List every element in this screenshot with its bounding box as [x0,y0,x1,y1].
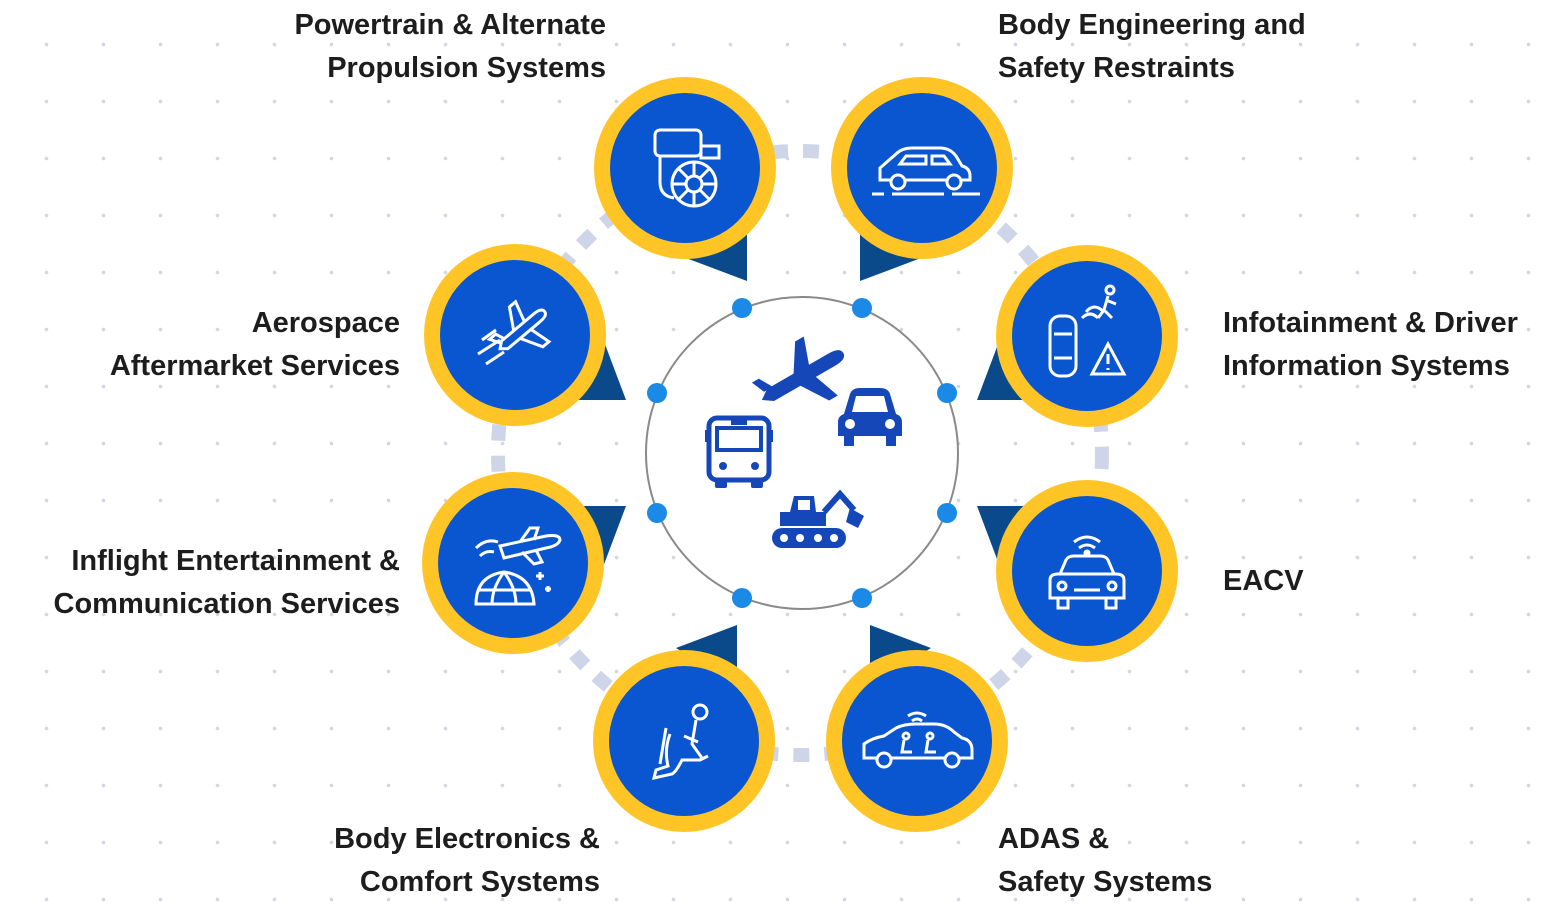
hub-node [852,588,872,608]
hub-node [647,503,667,523]
label-line: Powertrain & Alternate [294,9,606,41]
label-eacv: EACV [1223,560,1304,603]
car-on-road-icon [872,146,980,196]
segment-powertrain [594,77,776,259]
label-line: Body Electronics & [334,823,600,855]
hub-node [647,383,667,403]
label-line: Safety Systems [998,866,1213,898]
airplane-speed-icon [477,299,552,366]
label-line: Safety Restraints [998,52,1235,84]
label-adas: ADAS & Safety Systems [998,818,1212,904]
segment-bodyeng [831,77,1013,259]
hub-node [937,383,957,403]
segment-eacv [996,480,1178,662]
autonomous-car-occupants-icon [862,711,974,769]
label-line: Aerospace [251,307,400,339]
label-line: Information Systems [1223,350,1510,382]
segment-inflight [422,472,604,654]
label-line: Comfort Systems [359,866,600,898]
plane-satellite-globe-icon [474,526,562,606]
center-hub [645,296,959,610]
connected-car-icon [1048,535,1126,610]
label-line: Aftermarket Services [109,350,400,382]
label-line: Communication Services [53,588,401,620]
hub-node [732,588,752,608]
segment-bodyelec [593,650,775,832]
airplane-icon [751,336,845,402]
segment-infotain [996,245,1178,427]
segment-aerospace [424,244,606,426]
label-inflight: Inflight Entertainment & Communication S… [54,540,401,626]
label-aerospace: Aerospace Aftermarket Services [110,302,400,388]
label-line: EACV [1223,565,1304,597]
label-bodyelec: Body Electronics & Comfort Systems [334,818,600,904]
label-infotain: Infotainment & Driver Information System… [1223,302,1518,388]
label-powertrain: Powertrain & Alternate Propulsion System… [294,4,606,90]
turbocharger-engine-icon [653,128,721,208]
label-line: Propulsion Systems [327,52,606,84]
car-icon [838,388,902,446]
segment-adas [826,650,1008,832]
label-line: Infotainment & Driver [1223,307,1518,339]
seat-passenger-icon [651,703,709,780]
excavator-icon [772,489,864,548]
label-line: Inflight Entertainment & [71,545,400,577]
car-pedestrian-warning-icon [1048,284,1127,378]
segment-circles [422,77,1178,832]
hub-circle [645,296,959,610]
label-line: Body Engineering and [998,9,1306,41]
bus-icon [705,415,773,488]
label-bodyeng: Body Engineering and Safety Restraints [998,4,1306,90]
hub-node [732,298,752,318]
hub-node [937,503,957,523]
hub-node [852,298,872,318]
label-line: ADAS & [998,823,1110,855]
connector-ring [491,144,1109,762]
hub-nodes [647,298,957,608]
